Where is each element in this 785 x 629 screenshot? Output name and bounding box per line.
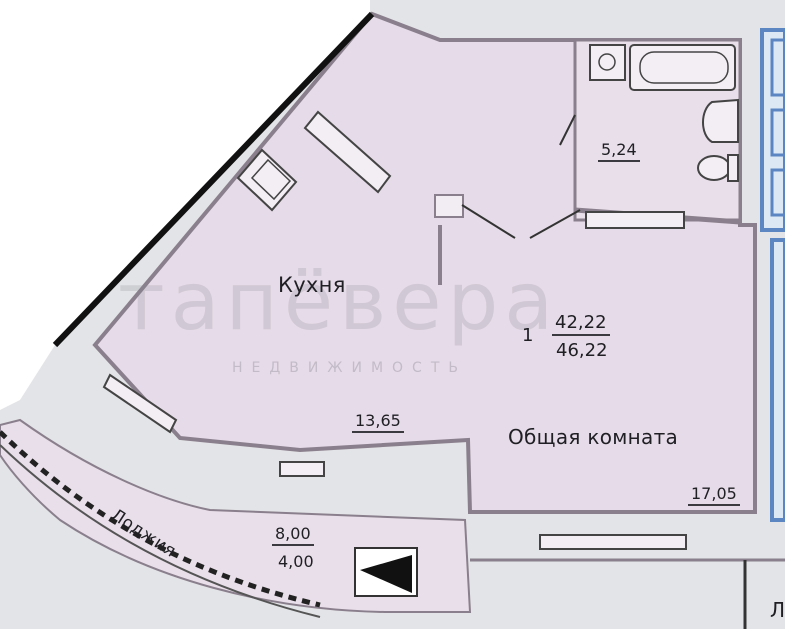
window: [539, 534, 687, 550]
loggia-outer-wall: [0, 430, 321, 608]
loggia-floor: [0, 418, 472, 613]
bathtub: [629, 44, 736, 91]
total-area: 46,22: [556, 340, 608, 361]
loggia-area-top: 8,00: [272, 524, 314, 546]
door-swing: [461, 204, 516, 239]
kitchen-area-value: 13,65: [352, 411, 404, 433]
kitchen-label: Кухня: [278, 273, 346, 297]
bathroom-sink: [702, 98, 739, 143]
radiator: [102, 373, 178, 434]
bathroom-area-value: 5,24: [598, 140, 640, 162]
living-area-value: 42,22: [552, 312, 610, 336]
washing-machine: [589, 44, 626, 81]
kitchen-sink: [236, 148, 298, 212]
bathroom-area: 5,24: [598, 140, 640, 162]
living-room-area: 17,05: [688, 484, 740, 506]
loggia-area-top-value: 8,00: [272, 524, 314, 546]
column: [434, 194, 464, 218]
room-count: 1: [522, 325, 534, 346]
toilet: [697, 155, 731, 181]
exterior-area: [0, 0, 370, 345]
radiator: [279, 461, 325, 477]
loggia-area-bottom: 4,00: [278, 552, 314, 571]
kitchen-counter: [303, 110, 392, 194]
living-room-area-value: 17,05: [688, 484, 740, 506]
right-edge-letter: Л: [770, 598, 785, 622]
outer-wall: [52, 11, 375, 348]
living-room-label: Общая комната: [508, 425, 679, 449]
radiator: [585, 211, 685, 229]
kitchen-area: 13,65: [352, 411, 404, 433]
bathroom-door: [559, 114, 576, 146]
living-area: 42,22: [552, 312, 610, 336]
